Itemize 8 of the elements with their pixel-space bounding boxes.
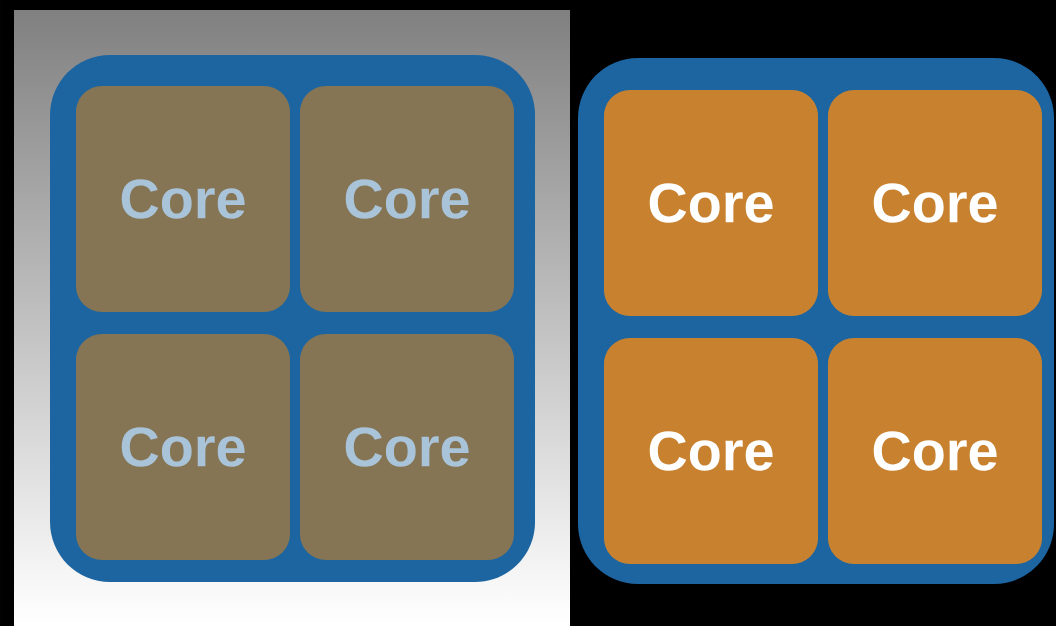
core-box: Core [76, 86, 290, 312]
core-box: Core [300, 86, 514, 312]
core-box: Core [828, 338, 1042, 564]
core-box: Core [76, 334, 290, 560]
core-box: Core [604, 338, 818, 564]
core-box: Core [604, 90, 818, 316]
core-box: Core [828, 90, 1042, 316]
core-box: Core [300, 334, 514, 560]
